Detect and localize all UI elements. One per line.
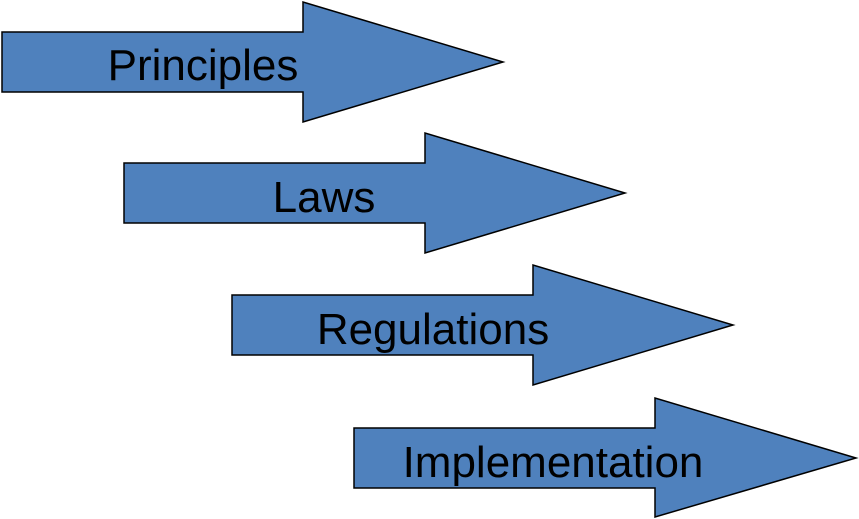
arrow-label-principles: Principles xyxy=(108,41,299,90)
arrow-shape-principles xyxy=(1,0,506,124)
arrow-shape-regulations xyxy=(231,263,736,387)
arrow-laws: Laws xyxy=(123,131,628,255)
arrow-principles: Principles xyxy=(1,0,506,124)
arrow-regulations: Regulations xyxy=(231,263,736,387)
arrow-shape-laws xyxy=(123,131,628,255)
arrow-implementation: Implementation xyxy=(353,396,859,519)
arrow-shape-implementation xyxy=(353,396,859,519)
arrow-label-laws: Laws xyxy=(273,173,376,222)
arrow-label-implementation: Implementation xyxy=(403,438,704,487)
arrow-label-regulations: Regulations xyxy=(317,305,549,354)
